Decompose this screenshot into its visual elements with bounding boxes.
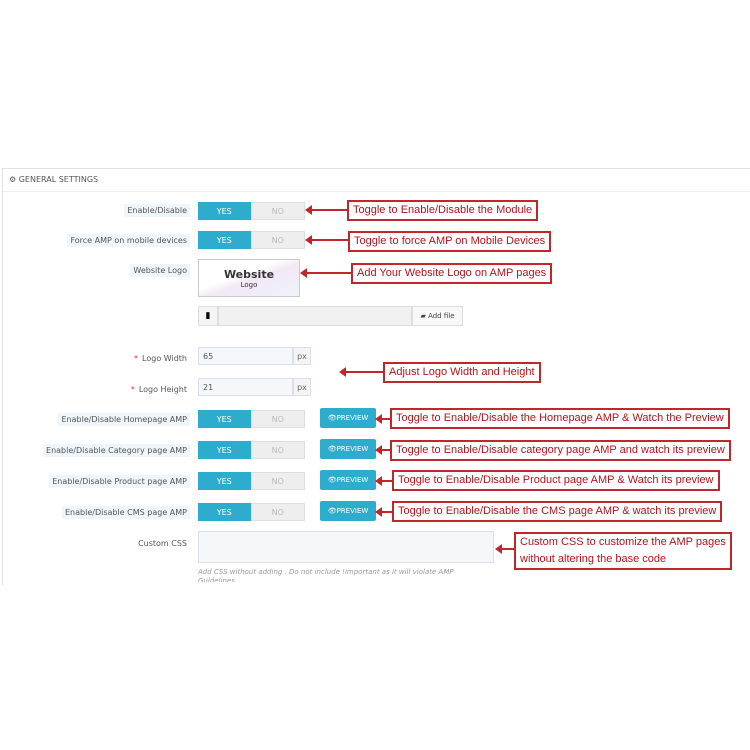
logo-text: Website [223,268,275,281]
logo-width-input[interactable]: 65 [198,347,293,365]
eye-icon: 👁︎ [327,414,337,422]
arrow-icon [300,268,351,278]
homepage-amp-label: Enable/Disable Homepage AMP [58,413,190,426]
logo-height-text: Logo Height [138,385,187,394]
arrow-icon [339,367,384,377]
logo-width-label: *Logo Width [134,354,187,363]
arrow-icon [375,414,390,424]
logo-preview-image: Website Logo [198,259,300,297]
annotation: Toggle to Enable/Disable the CMS page AM… [392,501,723,522]
arrow-icon [375,507,392,517]
arrow-icon [375,476,392,486]
yes-option[interactable]: YES [198,231,251,249]
yes-option[interactable]: YES [198,472,251,490]
category-amp-label: Enable/Disable Category page AMP [43,444,190,457]
annotation: Toggle to Enable/Disable the Module [347,200,539,221]
eye-icon: 👁︎ [327,476,337,484]
product-preview-button[interactable]: 👁︎ PREVIEW [320,470,376,490]
annotation: Toggle to force AMP on Mobile Devices [348,231,552,252]
arrow-icon [305,205,348,215]
annotation: Toggle to Enable/Disable Product page AM… [392,470,720,491]
annotation: Toggle to Enable/Disable category page A… [390,440,731,461]
logo-width-text: Logo Width [142,354,187,363]
arrow-icon [305,235,349,245]
no-option[interactable]: NO [250,202,305,220]
logo-height-input[interactable]: 21 [198,378,293,396]
add-file-label: Add file [428,312,455,320]
no-option[interactable]: NO [250,441,305,459]
force-amp-label: Force AMP on mobile devices [67,234,190,247]
panel-title: GENERAL SETTINGS [18,175,99,184]
custom-css-label: Custom CSS [138,539,187,548]
file-icon: ▮ [198,306,218,326]
cms-amp-label: Enable/Disable CMS page AMP [62,506,190,519]
enable-label: Enable/Disable [124,204,190,217]
px-unit: px [293,378,311,396]
file-name-input[interactable] [218,306,412,326]
preview-label: PREVIEW [336,414,369,422]
custom-css-help: Add CSS without adding . Do not include … [198,568,454,582]
annotation: Toggle to Enable/Disable the Homepage AM… [390,408,730,429]
px-unit: px [293,347,311,365]
no-option[interactable]: NO [250,472,305,490]
custom-css-textarea[interactable] [198,531,494,563]
homepage-preview-button[interactable]: 👁︎ PREVIEW [320,408,376,428]
no-option[interactable]: NO [250,503,305,521]
annotation: Adjust Logo Width and Height [383,362,541,383]
arrow-icon [495,544,514,554]
preview-label: PREVIEW [336,476,369,484]
annotation: Custom CSS to customize the AMP pages wit… [514,532,732,570]
website-logo-label: Website Logo [130,264,190,277]
yes-option[interactable]: YES [198,441,251,459]
panel-header: ⚙ GENERAL SETTINGS [3,169,750,192]
logo-subtext: Logo [240,281,258,289]
product-amp-label: Enable/Disable Product page AMP [49,475,190,488]
add-file-button[interactable]: ▰ Add file [412,306,463,326]
folder-icon: ▰ [420,312,429,320]
arrow-icon [375,445,390,455]
preview-label: PREVIEW [336,445,369,453]
preview-label: PREVIEW [336,507,369,515]
eye-icon: 👁︎ [327,507,337,515]
annotation-line: Custom CSS to customize the AMP pages [520,536,726,548]
cms-preview-button[interactable]: 👁︎ PREVIEW [320,501,376,521]
category-preview-button[interactable]: 👁︎ PREVIEW [320,439,376,459]
no-option[interactable]: NO [250,410,305,428]
gears-icon: ⚙ [9,175,19,184]
logo-height-label: *Logo Height [130,385,187,394]
eye-icon: 👁︎ [327,445,337,453]
yes-option[interactable]: YES [198,503,251,521]
annotation: Add Your Website Logo on AMP pages [351,263,553,284]
yes-option[interactable]: YES [198,410,251,428]
annotation-line: without altering the base code [520,553,667,565]
no-option[interactable]: NO [250,231,305,249]
yes-option[interactable]: YES [198,202,251,220]
